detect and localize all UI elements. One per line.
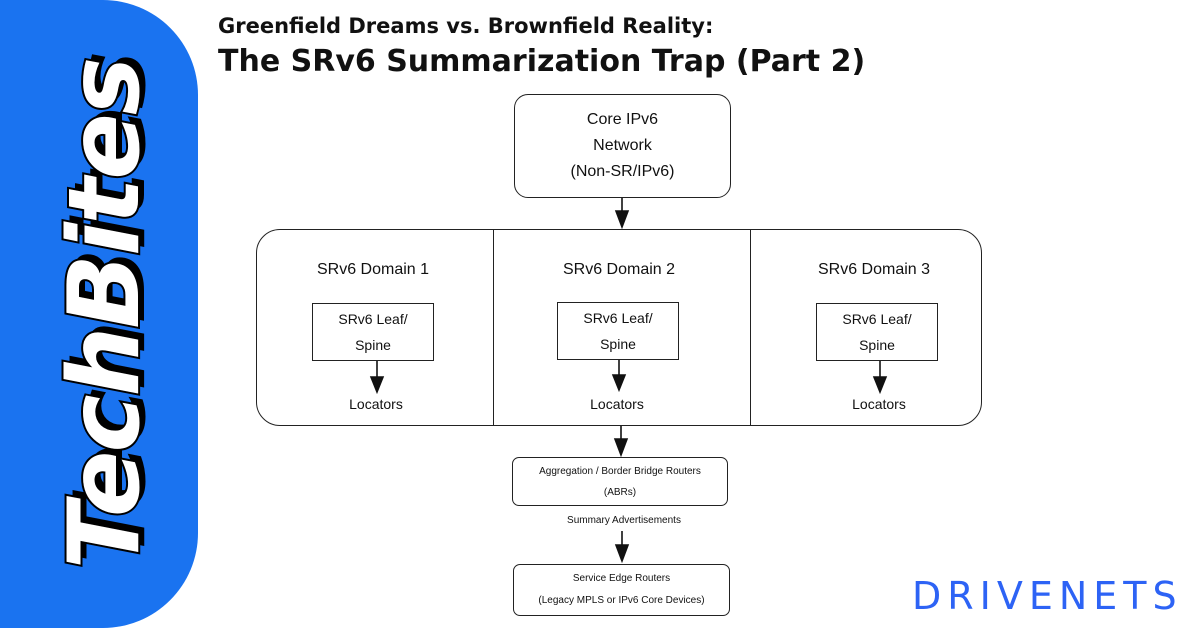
ser-line-1: Service Edge Routers — [572, 573, 671, 584]
abr-line-2: (ABRs) — [603, 486, 637, 498]
service-edge-routers-box: Service Edge Routers (Legacy MPLS or IPv… — [513, 564, 730, 616]
core-line-3: (Non-SR/IPv6) — [570, 163, 675, 180]
domain-2-leaf-line-1: SRv6 Leaf/ — [583, 310, 653, 326]
core-line-1: Core IPv6 — [586, 111, 659, 128]
core-ipv6-network-box: Core IPv6 Network (Non-SR/IPv6) — [514, 94, 731, 198]
core-line-2: Network — [593, 137, 652, 154]
domain-2-locators: Locators — [590, 396, 644, 412]
arrowhead-core — [614, 210, 630, 230]
domain-2-leaf-line-2: Spine — [600, 336, 636, 352]
drivenets-logo-text: DRIVENETS — [912, 574, 1183, 618]
title-line-2: The SRv6 Summarization Trap (Part 2) — [218, 44, 866, 79]
title-line-1: Greenfield Dreams vs. Brownfield Reality… — [218, 14, 714, 38]
domain-1-leaf-spine-box: SRv6 Leaf/ Spine — [312, 303, 434, 361]
abr-line-1: Aggregation / Border Bridge Routers — [539, 465, 701, 477]
domain-3-leaf-line-2: Spine — [859, 337, 895, 353]
domain-3-title: SRv6 Domain 3 — [817, 261, 931, 278]
drivenets-logo: DRIVENETS — [912, 572, 1183, 620]
domain-divider-2 — [750, 229, 751, 426]
srv6-domains-container — [256, 229, 982, 426]
domain-1-locators: Locators — [349, 396, 403, 412]
summary-advertisements-label: Summary Advertisements — [567, 515, 681, 526]
domain-divider-1 — [493, 229, 494, 426]
domain-2-leaf-spine-box: SRv6 Leaf/ Spine — [557, 302, 679, 360]
domain-2-title: SRv6 Domain 2 — [562, 261, 676, 278]
domain-1-leaf-line-2: Spine — [355, 337, 391, 353]
domain-3-locators: Locators — [852, 396, 906, 412]
ser-line-2: (Legacy MPLS or IPv6 Core Devices) — [538, 595, 705, 606]
domain-1-leaf-line-1: SRv6 Leaf/ — [338, 311, 408, 327]
sidebar-banner: TechBites — [0, 0, 198, 628]
abr-box: Aggregation / Border Bridge Routers (ABR… — [512, 457, 728, 506]
domain-3-leaf-line-1: SRv6 Leaf/ — [842, 311, 912, 327]
domain-3-leaf-spine-box: SRv6 Leaf/ Spine — [816, 303, 938, 361]
domain-1-title: SRv6 Domain 1 — [316, 261, 430, 278]
